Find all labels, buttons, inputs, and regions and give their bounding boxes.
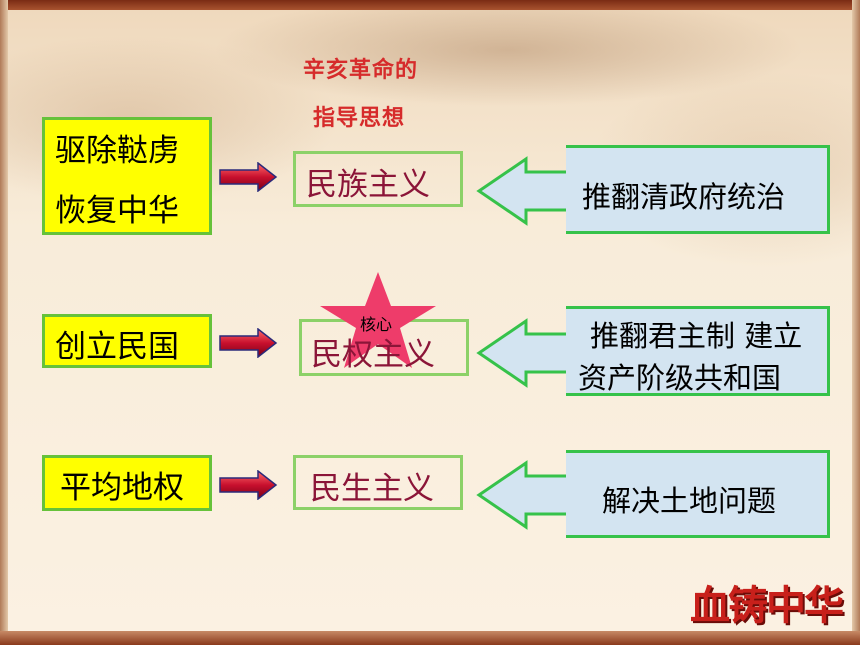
big-left-arrow-icon [476,318,578,388]
slogan-text: 平均地权 [60,470,184,506]
doctrine-box-nationalism [293,151,463,207]
big-left-arrow-icon [476,460,578,530]
doctrine-democracy: 民权主义 [311,337,435,373]
goal-text: 解决土地问题 [602,484,777,518]
right-border [852,0,860,645]
core-label: 核心 [360,315,393,334]
goal-box-democracy [566,306,830,396]
caption-line-1: 辛亥革命的 [303,58,419,83]
doctrine-nationalism: 民族主义 [306,167,430,203]
goal-text: 推翻君主制 建立 [590,319,803,353]
right-arrow-icon [219,328,278,358]
slogan-box-democracy [42,314,212,368]
left-border [0,0,8,645]
big-left-arrow-icon [476,156,578,226]
logo: 血铸中华 [690,582,844,629]
right-arrow-icon [219,162,278,192]
goal-text: 推翻清政府统治 [582,180,786,214]
bottom-border [0,631,860,645]
slogan-text: 驱除鞑虏 [55,133,179,169]
top-border [0,0,860,10]
goal-box-livelihood [566,450,830,538]
slogan-box-nationalism [42,117,212,235]
caption-line-2: 指导思想 [313,106,406,131]
core-star-icon [320,272,436,368]
slogan-box-livelihood [42,455,212,511]
goal-text: 资产阶级共和国 [578,361,782,395]
right-arrow-icon [219,470,278,500]
doctrine-box-livelihood [293,455,463,510]
slogan-text: 创立民国 [55,329,179,365]
slogan-text: 恢复中华 [55,193,179,229]
doctrine-livelihood: 民生主义 [310,471,434,507]
goal-box-nationalism [566,145,830,234]
